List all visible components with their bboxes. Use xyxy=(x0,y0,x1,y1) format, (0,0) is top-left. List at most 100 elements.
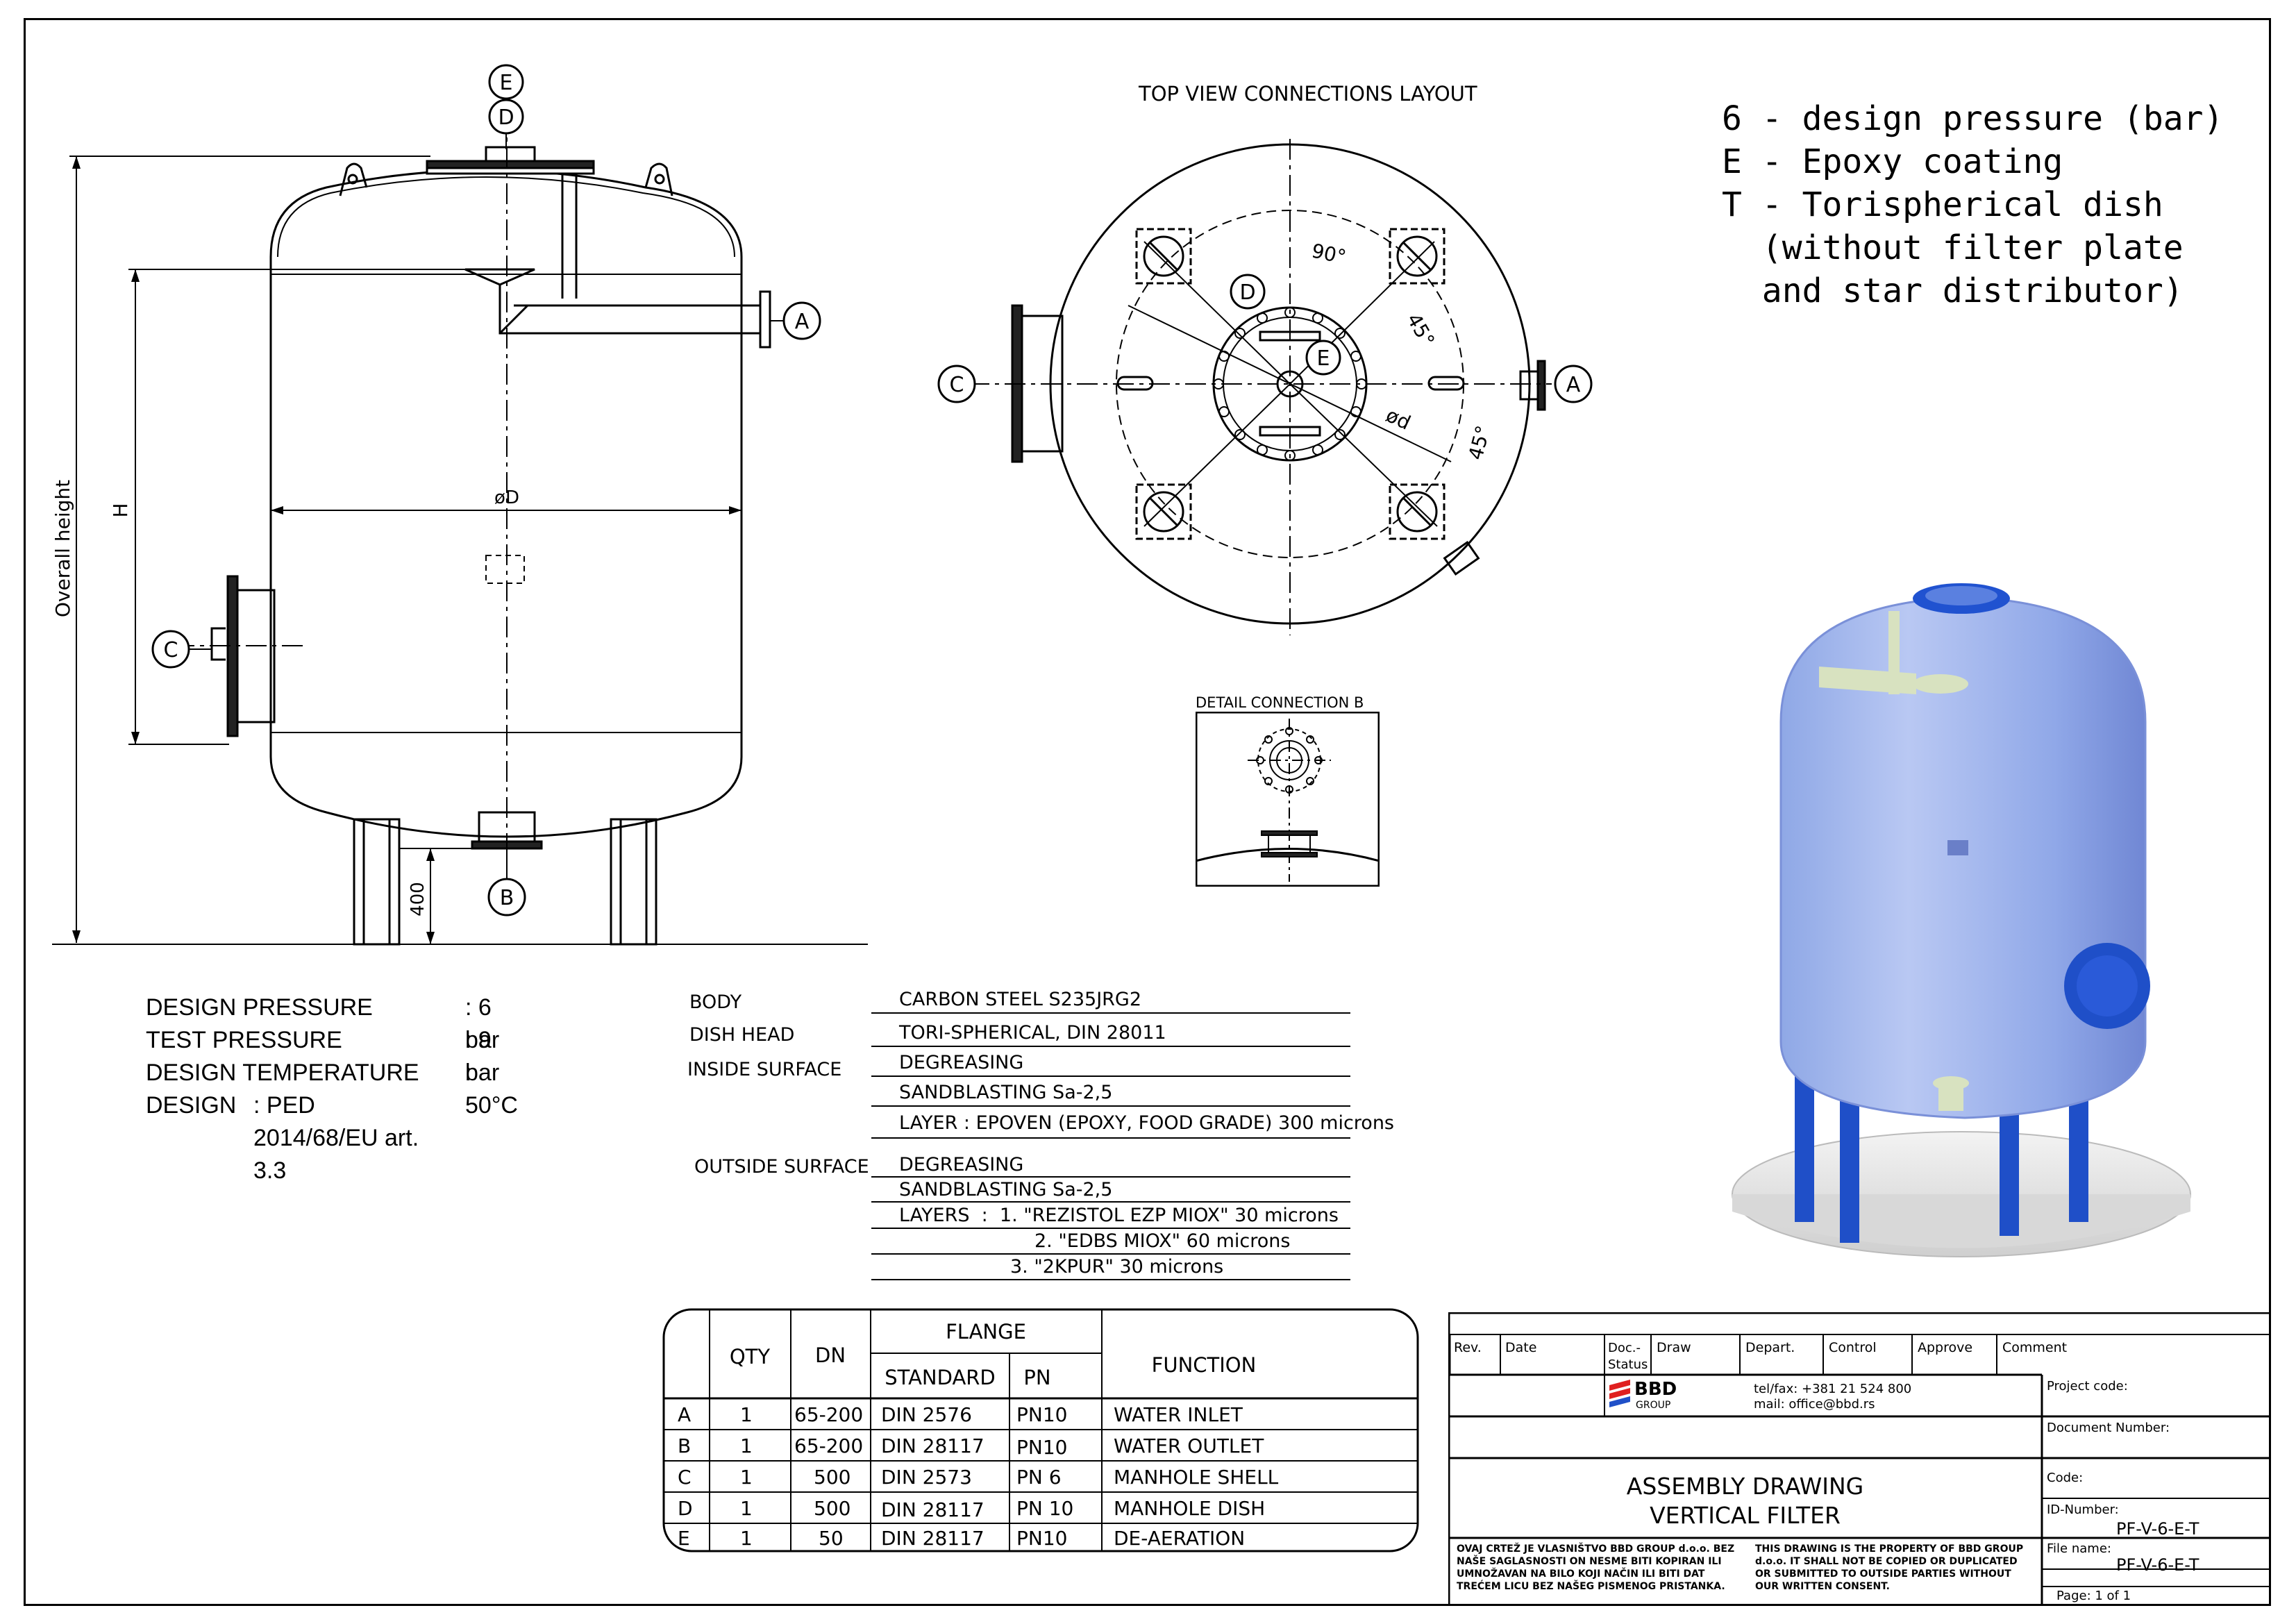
param-row: DESIGN : PED 2014/68/EU art. 3.3 xyxy=(146,1089,419,1184)
file-label: File name: xyxy=(2047,1541,2111,1556)
top-callout-d-circle xyxy=(1230,274,1266,310)
row-qty: 1 xyxy=(740,1466,753,1489)
spec-underline xyxy=(871,1253,1350,1255)
tb-header-status: Doc.- Status xyxy=(1608,1341,1648,1372)
top-callout-d: D xyxy=(1239,281,1255,305)
callout-a: A xyxy=(795,310,810,334)
row-mark: D xyxy=(678,1497,693,1520)
leg-dimension: 400 xyxy=(408,882,428,916)
diameter-label: øD xyxy=(494,487,519,508)
callout-d-circle xyxy=(488,99,524,135)
param-row: TEST PRESSURE : 9 bar xyxy=(146,1024,499,1086)
row-standard: DIN 28117 xyxy=(881,1434,984,1457)
tb-header-comment: Comment xyxy=(2002,1340,2068,1355)
tb-header-depart: Depart. xyxy=(1745,1340,1795,1355)
tb-header-control: Control xyxy=(1829,1340,1877,1355)
param-label: DESIGN xyxy=(146,1092,237,1119)
spec-underline xyxy=(871,1012,1350,1014)
flange-table: QTY DN FLANGE STANDARD PN FUNCTION A 1 6… xyxy=(662,1308,1419,1552)
outside-label: OUTSIDE SURFACE xyxy=(694,1156,869,1178)
row-function: DE-AERATION xyxy=(1114,1527,1245,1550)
row-pn: PN10 xyxy=(1016,1436,1067,1459)
overall-height-label: Overall height xyxy=(51,480,74,617)
spec-underline xyxy=(871,1105,1350,1107)
code-label: Code: xyxy=(2047,1471,2084,1485)
row-pn: PN10 xyxy=(1016,1527,1067,1550)
top-callout-c: C xyxy=(950,373,964,397)
row-function: WATER OUTLET xyxy=(1114,1434,1264,1457)
dish-label: DISH HEAD xyxy=(689,1024,795,1046)
row-dn: 50 xyxy=(819,1527,844,1550)
drawing-title-line2: VERTICAL FILTER xyxy=(1650,1502,1841,1529)
inside-value: DEGREASING xyxy=(899,1052,1024,1073)
angle-45-label: 45° xyxy=(1402,310,1439,351)
row-pn: PN 6 xyxy=(1016,1466,1062,1489)
detail-connection-b xyxy=(1196,712,1380,887)
callout-d: D xyxy=(498,106,514,130)
company-sub: GROUP xyxy=(1636,1400,1671,1411)
spec-underline xyxy=(871,1075,1350,1077)
row-dn: 65-200 xyxy=(794,1403,863,1426)
pn-header: PN xyxy=(1023,1366,1050,1389)
tb-header-draw: Draw xyxy=(1657,1340,1691,1355)
top-callout-a: A xyxy=(1566,373,1581,397)
id-label: ID-Number: xyxy=(2047,1502,2119,1517)
param-value: : 50°C xyxy=(465,1060,518,1119)
tb-header-date: Date xyxy=(1505,1340,1537,1355)
title-block: Rev. Date Doc.- Status Draw Depart. Cont… xyxy=(1448,1312,2271,1606)
param-row: DESIGN TEMPERATURE : 50°C xyxy=(146,1057,518,1119)
legend-line: 6 - design pressure (bar) xyxy=(1722,99,2224,138)
callout-e-circle xyxy=(488,64,524,100)
drawing-title-line1: ASSEMBLY DRAWING xyxy=(1626,1473,1864,1500)
notice-english: THIS DRAWING IS THE PROPERTY OF BBD GROU… xyxy=(1755,1543,2024,1592)
company-name: BBD xyxy=(1634,1379,1677,1400)
contact-tel: tel/fax: +381 21 524 800 xyxy=(1754,1382,1912,1396)
row-mark: A xyxy=(678,1403,691,1426)
param-label: DESIGN TEMPERATURE xyxy=(146,1060,419,1086)
h-label: H xyxy=(109,503,132,517)
row-function: WATER INLET xyxy=(1114,1403,1243,1426)
outside-value: DEGREASING xyxy=(899,1154,1024,1175)
contact-mail: mail: office@bbd.rs xyxy=(1754,1397,1875,1412)
flange-header: FLANGE xyxy=(946,1320,1026,1343)
spec-underline xyxy=(871,1137,1350,1139)
function-header: FUNCTION xyxy=(1152,1353,1257,1377)
table-row: A 1 65-200 DIN 2576 PN10 WATER INLET xyxy=(678,1403,1243,1426)
bbd-logo-icon xyxy=(1609,1380,1630,1407)
top-callout-c-circle xyxy=(937,365,976,403)
legend-line: (without filter plate xyxy=(1722,228,2184,267)
id-value: PF-V-6-E-T xyxy=(2116,1519,2199,1539)
file-value: PF-V-6-E-T xyxy=(2116,1555,2199,1575)
inside-value: SANDBLASTING Sa-2,5 xyxy=(899,1082,1113,1103)
small-diameter-label: ød xyxy=(1382,403,1414,435)
param-value: : 6 bar xyxy=(465,994,500,1053)
callout-c: C xyxy=(164,638,178,662)
spec-underline xyxy=(871,1176,1350,1178)
detail-title: DETAIL CONNECTION B xyxy=(1196,694,1364,711)
row-pn: PN 10 xyxy=(1016,1497,1073,1520)
table-row: C 1 500 DIN 2573 PN 6 MANHOLE SHELL xyxy=(678,1466,1279,1489)
top-view: D E C A 90° 45° 45° ød xyxy=(937,139,1593,635)
param-value: : 9 bar xyxy=(465,1027,500,1086)
page-indicator: Page: 1 of 1 xyxy=(2056,1589,2131,1603)
param-label: DESIGN PRESSURE xyxy=(146,994,373,1021)
top-callout-e-circle xyxy=(1305,340,1341,376)
qty-header: QTY xyxy=(730,1345,771,1368)
top-callout-a-circle xyxy=(1554,365,1593,403)
spec-underline xyxy=(871,1046,1350,1047)
notice-serbian: OVAJ CRTEŽ JE VLASNIŠTVO BBD GROUP d.o.o… xyxy=(1457,1543,1735,1592)
table-row: E 1 50 DIN 28117 PN10 DE-AERATION xyxy=(678,1527,1245,1550)
row-dn: 500 xyxy=(814,1466,850,1489)
dish-value: TORI-SPHERICAL, DIN 28011 xyxy=(899,1022,1166,1044)
param-label: TEST PRESSURE xyxy=(146,1027,342,1053)
design-params: DESIGN PRESSURE : 6 bar TEST PRESSURE : … xyxy=(146,991,518,1184)
row-standard: DIN 2573 xyxy=(881,1466,972,1489)
legend-line: E - Epoxy coating xyxy=(1722,142,2063,181)
top-callout-e: E xyxy=(1317,346,1330,371)
body-value: CARBON STEEL S235JRG2 xyxy=(899,989,1142,1010)
inside-value: LAYER : EPOVEN (EPOXY, FOOD GRADE) 300 m… xyxy=(899,1112,1394,1134)
legend-line: T - Torispherical dish xyxy=(1722,185,2163,224)
spec-underline xyxy=(871,1279,1350,1280)
table-row: B 1 65-200 DIN 28117 PN10 WATER OUTLET xyxy=(678,1434,1264,1459)
row-qty: 1 xyxy=(740,1434,753,1457)
